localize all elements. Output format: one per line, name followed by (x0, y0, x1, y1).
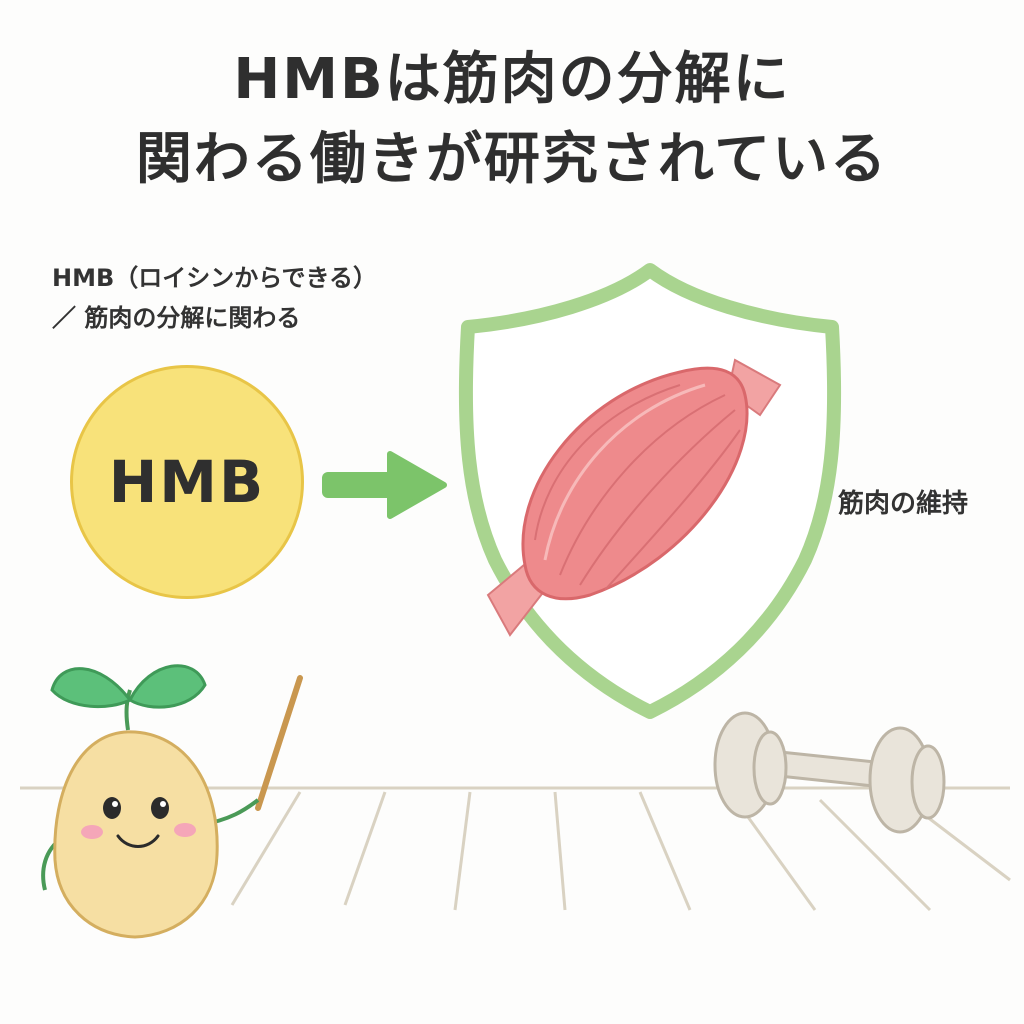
sprout-mascot (41, 664, 303, 939)
hmb-note: HMB（ロイシンからできる） ／ 筋肉の分解に関わる (52, 258, 377, 338)
right-arrow-icon (322, 451, 447, 519)
note-line-1: HMB（ロイシンからできる） (52, 264, 378, 292)
hmb-badge: HMB (70, 365, 304, 599)
title-line-1: HMBは筋肉の分解に (233, 47, 791, 112)
note-line-2: ／ 筋肉の分解に関わる (52, 304, 301, 332)
muscle-maintenance-label: 筋肉の維持 (838, 489, 969, 519)
title-line-2: 関わる働きが研究されている (135, 127, 889, 192)
dumbbell-icon (713, 711, 946, 834)
page-title: HMBは筋肉の分解に 関わる働きが研究されている (0, 40, 1024, 200)
hmb-badge-label: HMB (108, 448, 266, 516)
muscle-icon (486, 358, 782, 637)
